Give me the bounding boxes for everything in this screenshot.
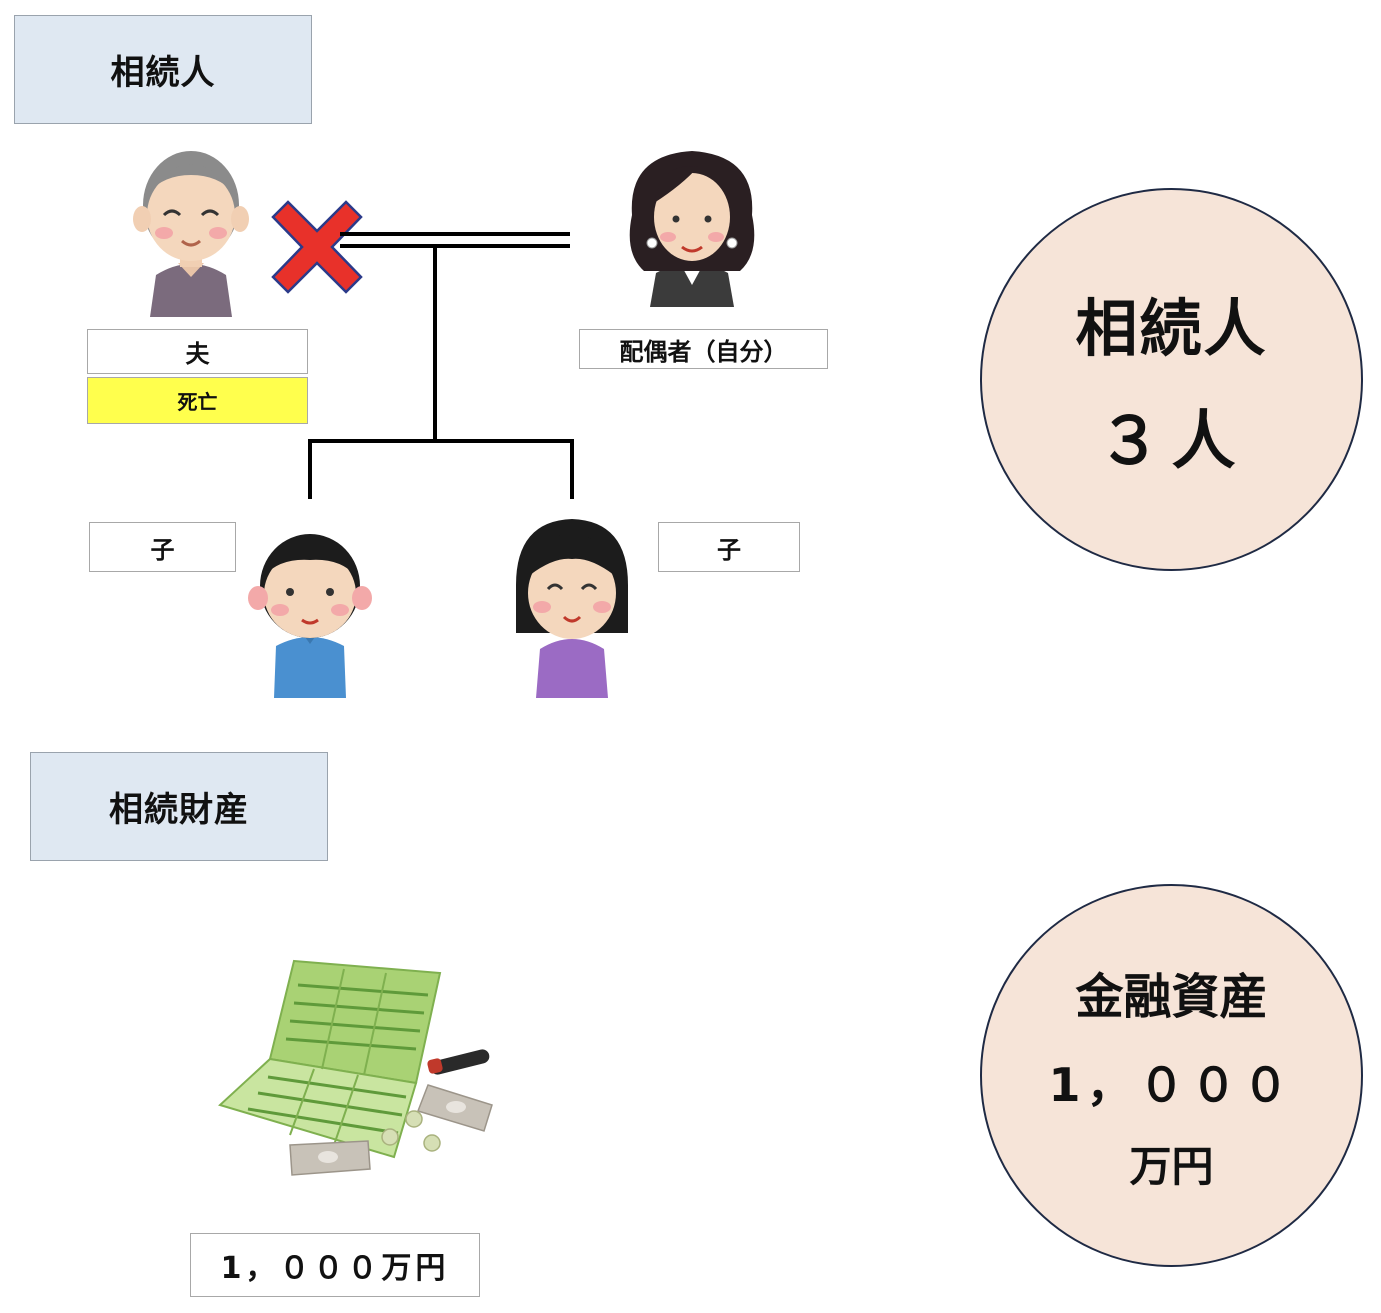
deceased-badge-text: 死亡 (177, 390, 218, 414)
descent-line (433, 244, 437, 443)
heirs-section-header: 相続人 (14, 15, 312, 124)
daughter-figure (510, 515, 634, 698)
heirs-header-text: 相続人 (110, 53, 216, 93)
spouse-label: 配偶者（自分） (579, 329, 828, 369)
son-figure (246, 520, 374, 698)
assets-summary-title: 金融資産 (1075, 969, 1268, 1025)
assets-summary-amount: 1，０００ (1048, 1058, 1295, 1112)
heirs-summary-circle: 相続人 ３人 (980, 188, 1363, 571)
assets-summary-unit: 万円 (1129, 1142, 1214, 1191)
heirs-summary-count: ３人 (1097, 404, 1246, 479)
bankbook-illustration (218, 955, 500, 1177)
assets-header-text: 相続財産 (109, 790, 249, 830)
child-right-label: 子 (658, 522, 800, 572)
husband-label-text: 夫 (185, 340, 210, 368)
assets-summary-circle: 金融資産 1，０００ 万円 (980, 884, 1363, 1267)
spouse-figure (622, 145, 762, 307)
child-left-label: 子 (89, 522, 236, 572)
child-right-drop (570, 439, 574, 499)
husband-label: 夫 (87, 329, 308, 374)
marriage-line-top (340, 232, 570, 236)
asset-amount-text: 1，０００万円 (220, 1251, 450, 1286)
spouse-label-text: 配偶者（自分） (619, 337, 788, 366)
deceased-cross-icon (270, 198, 365, 296)
child-left-label-text: 子 (150, 535, 175, 564)
child-right-label-text: 子 (717, 535, 741, 564)
husband-figure (128, 145, 254, 317)
children-bar (308, 439, 574, 443)
deceased-badge: 死亡 (87, 377, 308, 424)
asset-amount-box: 1，０００万円 (190, 1233, 480, 1297)
marriage-line-bottom (340, 244, 570, 248)
child-left-drop (308, 439, 312, 499)
heirs-summary-title: 相続人 (1075, 291, 1268, 365)
assets-section-header: 相続財産 (30, 752, 328, 861)
